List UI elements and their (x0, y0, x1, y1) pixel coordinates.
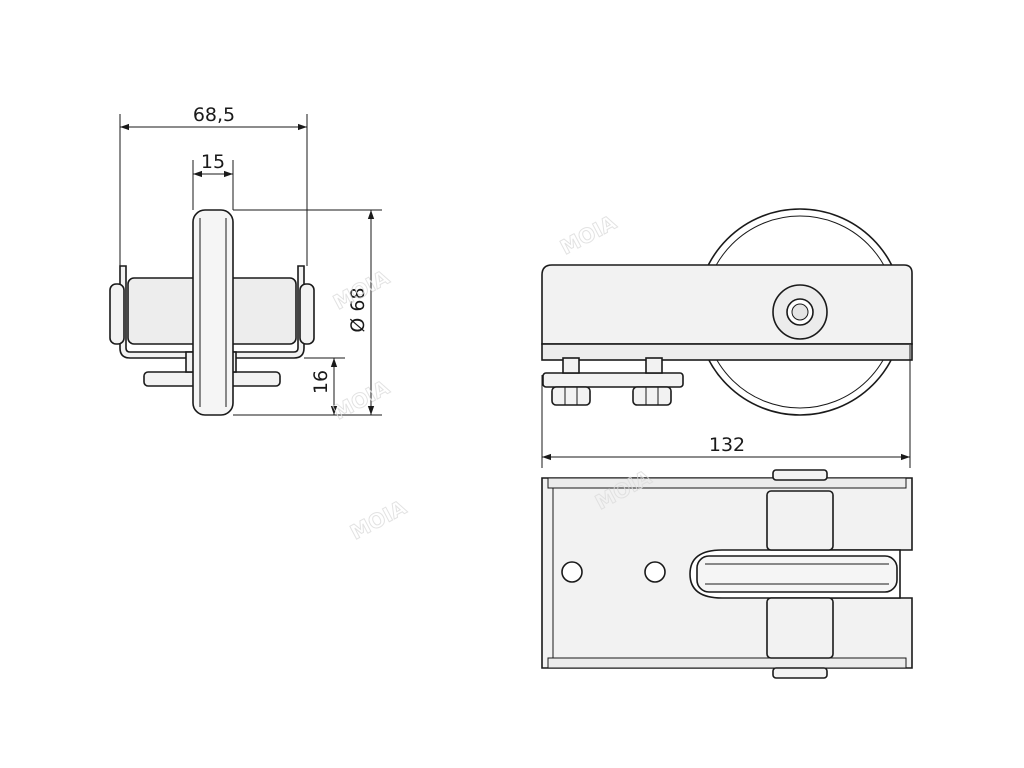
mount-hole-left (561, 561, 583, 583)
housing-block (541, 264, 913, 345)
side-view-dimensions (119, 114, 382, 416)
nut-right (632, 386, 672, 406)
u-bracket (119, 265, 305, 359)
svg-text:MOIA: MOIA (346, 495, 411, 545)
axle-top-upper (766, 490, 834, 551)
front-view-dimensions (541, 345, 911, 468)
mount-hole-right (644, 561, 666, 583)
left-hub (109, 283, 125, 345)
bolt-right (645, 357, 663, 374)
dim-mount-height: 16 (310, 370, 332, 394)
front-view (541, 208, 913, 416)
axle-top-lower (766, 597, 834, 659)
side-view (109, 209, 315, 416)
svg-text:MOIA: MOIA (329, 375, 394, 425)
nut-left (551, 386, 591, 406)
wheel-side (192, 209, 234, 416)
bolt-left (562, 357, 580, 374)
svg-text:MOIA: MOIA (556, 210, 621, 260)
dim-overall-length: 132 (709, 434, 745, 456)
top-view (541, 469, 913, 679)
dim-wheel-diameter: Ø 68 (347, 287, 369, 332)
mounting-plate (542, 372, 684, 388)
dim-overall-width: 68,5 (193, 104, 235, 126)
right-hub (299, 283, 315, 345)
dim-wheel-width: 15 (201, 151, 225, 173)
wheel-top (696, 555, 898, 593)
